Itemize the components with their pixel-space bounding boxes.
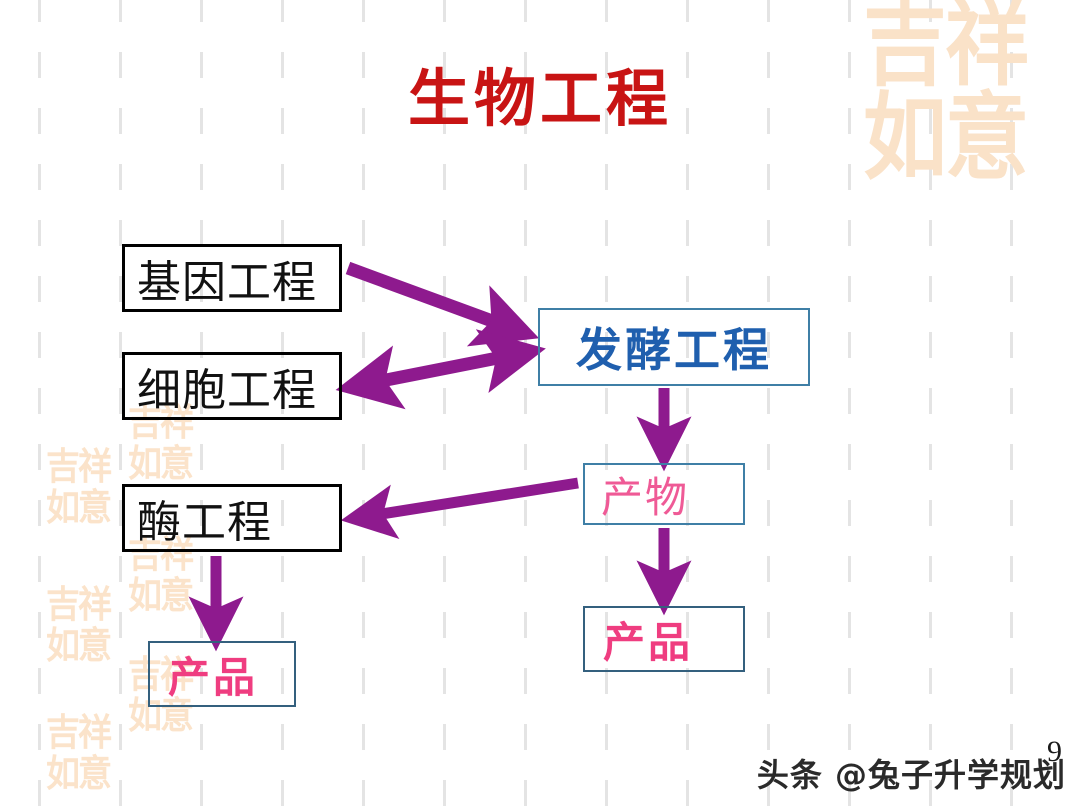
node-label: 产物 xyxy=(601,472,690,522)
node-cell-engineering[interactable]: 细胞工程 xyxy=(122,352,342,420)
footer-watermark: 头条 @兔子升学规划 xyxy=(756,756,1066,794)
arrow-gene-to-ferment xyxy=(345,261,540,347)
seal-watermark: 吉祥如意 xyxy=(46,711,112,796)
node-product-left[interactable]: 产品 xyxy=(148,641,296,707)
seal-watermark: 吉祥如意 xyxy=(46,445,112,530)
node-label: 酶工程 xyxy=(137,497,272,548)
node-fermentation-engineering[interactable]: 发酵工程 xyxy=(538,308,810,386)
node-metabolite[interactable]: 产物 xyxy=(583,463,745,525)
arrow-cell-ferment-bidirectional xyxy=(335,329,546,410)
node-enzyme-engineering[interactable]: 酶工程 xyxy=(122,484,342,552)
node-label: 产品 xyxy=(168,652,259,702)
seal-watermark: 吉祥如意 xyxy=(46,583,112,668)
node-label: 细胞工程 xyxy=(137,365,317,416)
arrow-metabolite-to-enzyme xyxy=(340,477,579,539)
node-product-right[interactable]: 产品 xyxy=(583,606,745,672)
node-label: 产品 xyxy=(603,617,694,667)
node-gene-engineering[interactable]: 基因工程 xyxy=(122,244,342,312)
slide-title: 生物工程 xyxy=(407,62,672,135)
page-number: 9 xyxy=(1047,735,1062,768)
node-label: 发酵工程 xyxy=(576,323,772,377)
node-label: 基因工程 xyxy=(137,257,317,308)
